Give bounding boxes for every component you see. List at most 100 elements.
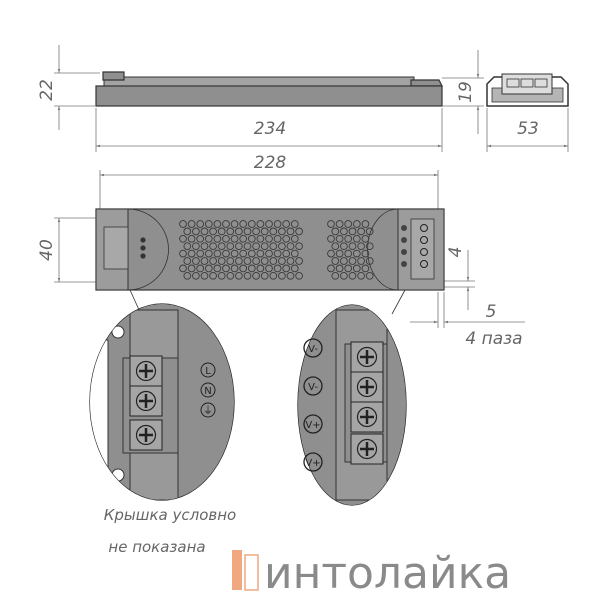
- vent-hole: [187, 234, 196, 243]
- vent-hole: [230, 220, 239, 228]
- vent-hole: [235, 271, 243, 280]
- vent-hole: [243, 227, 252, 236]
- vent-hole: [269, 227, 278, 236]
- vent-hole: [222, 220, 230, 228]
- vent-hole: [278, 257, 286, 265]
- vent-hole: [192, 257, 200, 265]
- vent-hole: [247, 264, 256, 273]
- screw-terminal-icon: [350, 341, 384, 373]
- vent-hole: [331, 242, 340, 251]
- vent-hole: [335, 264, 344, 273]
- vent-hole: [357, 271, 365, 280]
- output-terminal-labels: V-V-V+V+: [303, 338, 323, 472]
- caption-line-1: Крышка условно: [104, 506, 236, 524]
- vent-hole: [295, 257, 303, 265]
- vent-hole: [192, 227, 200, 236]
- vent-hole: [290, 220, 299, 228]
- vent-hole: [235, 242, 243, 251]
- output-terminal-detail: [297, 304, 407, 506]
- vent-hole: [361, 264, 370, 273]
- vent-hole: [365, 271, 374, 280]
- vent-hole: [222, 234, 230, 243]
- vent-hole: [295, 242, 303, 251]
- terminal-label-circle: [303, 376, 323, 396]
- vent-hole: [331, 257, 340, 265]
- vent-hole: [256, 234, 265, 243]
- vent-hole: [340, 242, 348, 251]
- screw-icon: [420, 224, 428, 232]
- screw-terminal-icon: [129, 385, 163, 417]
- vent-hole: [286, 227, 295, 236]
- vent-hole: [282, 234, 291, 243]
- screw-terminal-icon: [129, 419, 163, 451]
- vent-hole: [286, 257, 295, 265]
- vent-hole: [213, 264, 222, 273]
- dimension-lines: [54, 45, 569, 328]
- terminal-marker-icon: [401, 249, 407, 255]
- input-terminal-label: ⏚: [203, 405, 213, 417]
- output-terminal-label: V-: [308, 344, 318, 355]
- dim-length-total: 234: [254, 119, 286, 139]
- watermark-logo: интолайка: [232, 548, 511, 599]
- output-terminal-label: V-: [308, 382, 318, 393]
- terminal-marker-icon: [140, 253, 146, 259]
- caption-line-2: не показана: [108, 538, 205, 556]
- vent-hole: [273, 234, 282, 243]
- vent-hole: [348, 271, 357, 280]
- vent-hole: [179, 234, 187, 243]
- vent-hole: [226, 242, 235, 251]
- watermark-text: интолайка: [264, 548, 511, 599]
- vent-hole: [327, 264, 335, 273]
- vent-hole: [187, 220, 196, 228]
- vent-hole: [213, 249, 222, 258]
- vent-hole: [243, 242, 252, 251]
- vent-hole: [365, 242, 374, 251]
- dim-length-mount: 228: [254, 153, 287, 173]
- vent-hole: [265, 249, 273, 258]
- vent-hole: [226, 271, 235, 280]
- vent-hole: [357, 242, 365, 251]
- vent-hole: [209, 271, 217, 280]
- vent-hole: [247, 220, 256, 228]
- vent-hole: [196, 234, 205, 243]
- vent-hole: [278, 242, 286, 251]
- vent-hole: [217, 271, 226, 280]
- vent-hole: [256, 264, 265, 273]
- vent-hole: [235, 257, 243, 265]
- vent-hole: [192, 271, 200, 280]
- dim-height-inner: 19: [456, 81, 476, 103]
- vent-hole: [335, 249, 344, 258]
- terminal-marker-icon: [140, 245, 146, 251]
- vent-hole: [290, 234, 299, 243]
- vent-hole: [335, 234, 344, 243]
- vent-hole: [217, 242, 226, 251]
- vent-hole: [187, 264, 196, 273]
- screw-icon: [420, 248, 428, 256]
- vent-hole: [204, 264, 213, 273]
- vent-hole: [348, 242, 357, 251]
- vent-hole: [183, 271, 192, 280]
- vent-hole: [290, 249, 299, 258]
- dim-slot-count: 4 паза: [465, 329, 522, 349]
- vent-hole: [204, 249, 213, 258]
- output-terminal-label: V+: [305, 458, 320, 469]
- vent-hole: [269, 271, 278, 280]
- terminal-marker-icon: [401, 261, 407, 267]
- vent-hole: [278, 271, 286, 280]
- vent-hole: [217, 227, 226, 236]
- vent-hole: [183, 227, 192, 236]
- terminal-marker-icon: [401, 225, 407, 231]
- vent-hole: [179, 249, 187, 258]
- vent-hole: [361, 234, 370, 243]
- terminal-label-circle: [200, 382, 216, 398]
- vent-hole: [260, 271, 269, 280]
- vent-hole: [260, 227, 269, 236]
- vent-hole: [273, 264, 282, 273]
- vent-hole: [252, 242, 260, 251]
- screw-terminal-icon: [350, 433, 384, 465]
- vent-hole: [269, 242, 278, 251]
- vent-hole: [209, 257, 217, 265]
- vent-hole: [352, 234, 361, 243]
- vent-hole: [222, 264, 230, 273]
